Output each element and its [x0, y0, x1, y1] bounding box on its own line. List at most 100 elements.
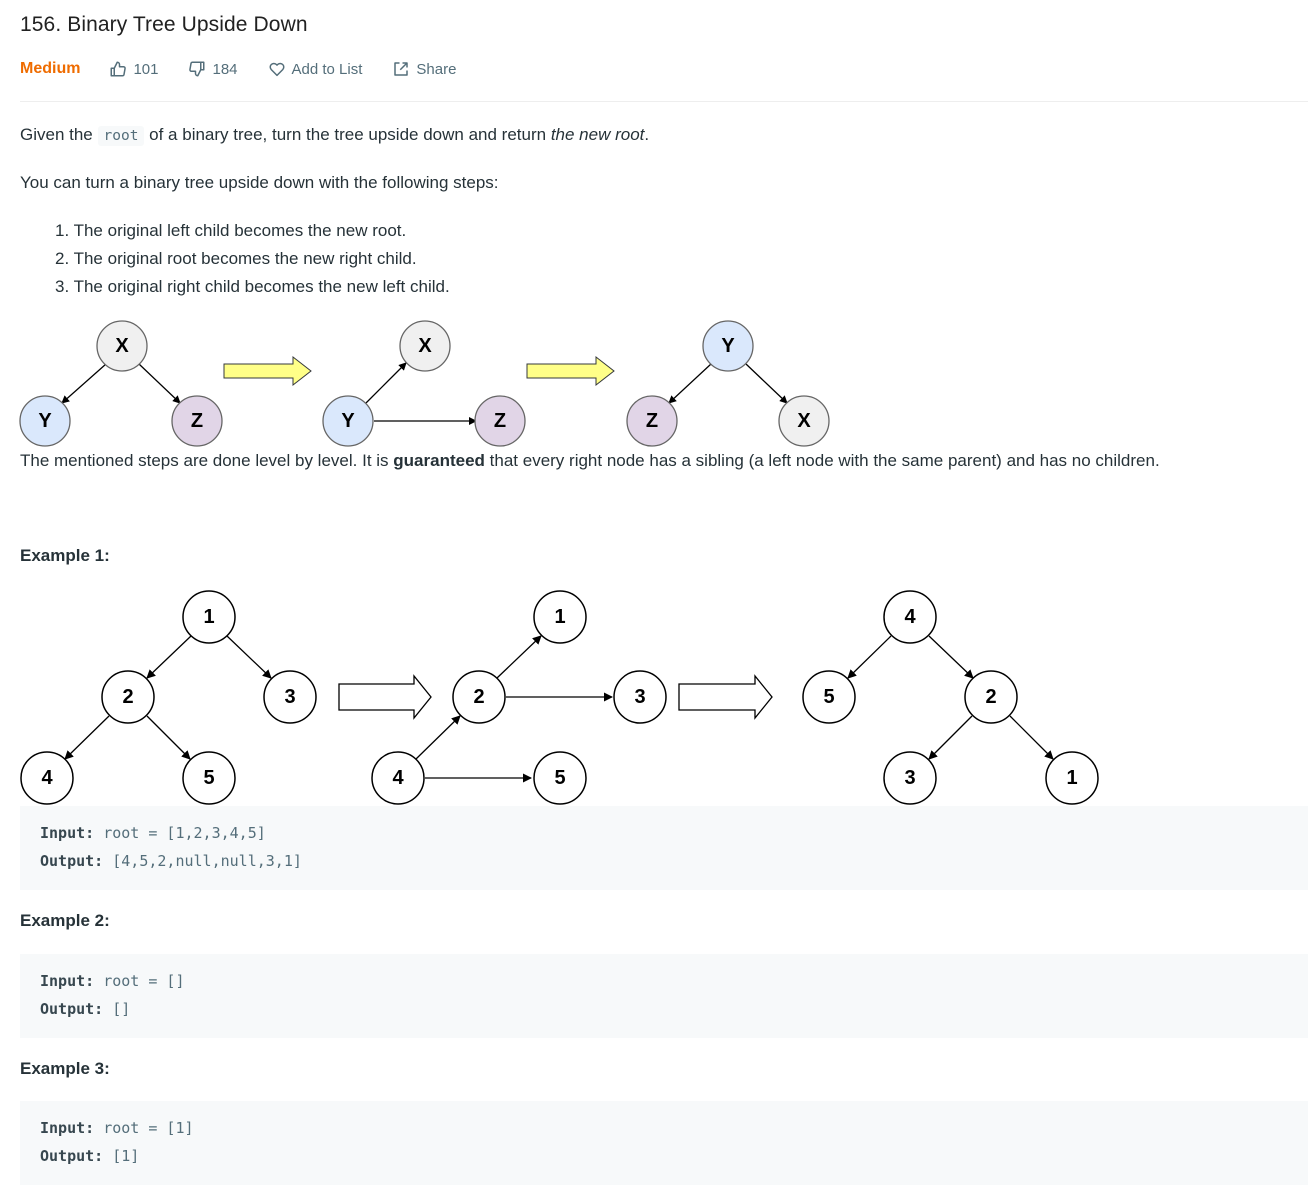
input-value: root = [1,2,3,4,5] — [103, 824, 266, 842]
example-2-code-block: Input: root = [] Output: [] — [20, 954, 1308, 1038]
output-value: [] — [112, 1000, 131, 1018]
intro-text-middle: of a binary tree, turn the tree upside d… — [149, 125, 547, 144]
steps-list: 1. The original left child becomes the n… — [55, 217, 450, 301]
node-label: Y — [341, 410, 355, 432]
tree-node — [101, 670, 155, 724]
node-label: 2 — [985, 686, 996, 708]
like-count: 101 — [133, 60, 159, 78]
share-icon — [394, 62, 409, 76]
step-item: 2. The original root becomes the new rig… — [55, 249, 417, 268]
node-label: 3 — [634, 686, 645, 708]
tree-node — [171, 395, 223, 447]
step-item: 1. The original left child becomes the n… — [55, 221, 407, 240]
problem-meta-bar: Medium 101 184 Add to List Share — [20, 57, 486, 81]
edge-line — [928, 635, 974, 679]
node-label: 3 — [284, 686, 295, 708]
edge-line — [1009, 715, 1054, 760]
node-label: 1 — [1066, 767, 1077, 789]
tree-node — [802, 670, 856, 724]
add-to-list-button[interactable]: Add to List — [268, 60, 362, 78]
big-arrow-shape — [223, 355, 312, 387]
example-3-heading: Example 3: — [20, 1059, 110, 1078]
tree-node — [613, 670, 667, 724]
share-button[interactable]: Share — [392, 60, 456, 78]
intro-text-prefix: Given the — [20, 125, 93, 144]
tree-node — [20, 751, 74, 805]
edge-line — [146, 635, 192, 679]
inline-code-root: root — [97, 126, 145, 146]
output-value: [1] — [112, 1147, 140, 1165]
like-button[interactable]: 101 — [109, 60, 158, 78]
edge-line — [226, 635, 272, 679]
thumbs-down-icon — [189, 61, 205, 77]
edge-line — [64, 715, 110, 760]
tree-node — [883, 751, 937, 805]
example-output-line: Output: [] — [40, 1000, 130, 1018]
heart-icon — [269, 62, 285, 77]
node-label: 1 — [203, 606, 214, 628]
example-1-diagram: 1 2 3 4 5 1 2 3 4 5 4 5 2 3 1 — [20, 590, 1099, 805]
node-label: 3 — [904, 767, 915, 789]
example-output-line: Output: [4,5,2,null,null,3,1] — [40, 852, 302, 870]
output-label: Output: — [40, 1000, 104, 1018]
output-label: Output: — [40, 1147, 104, 1165]
tree-node — [371, 751, 425, 805]
steps-intro: You can turn a binary tree upside down w… — [20, 173, 499, 192]
example-input-line: Input: root = [1] — [40, 1119, 194, 1137]
upside-down-steps-diagram: X Y Z X Y Z Y Z X — [19, 320, 830, 447]
node-label: Z — [494, 410, 506, 432]
intro-emphasis: the new root — [550, 125, 645, 144]
node-label: Z — [191, 410, 203, 432]
node-label: 4 — [392, 767, 404, 789]
edge-line — [745, 363, 788, 404]
edge-line — [496, 635, 542, 679]
tree-node — [964, 670, 1018, 724]
edge-line — [61, 363, 107, 404]
guarantee-paragraph: The mentioned steps are done level by le… — [20, 451, 1160, 471]
tree-node — [452, 670, 506, 724]
tree-node — [626, 395, 678, 447]
example-1-heading: Example 1: — [20, 546, 110, 565]
node-label: 4 — [41, 767, 53, 789]
big-arrow-shape — [526, 355, 615, 387]
tree-node — [533, 590, 587, 644]
edge-line — [928, 715, 973, 760]
example-input-line: Input: root = [] — [40, 972, 185, 990]
header-divider — [20, 101, 1308, 102]
tree-node — [533, 751, 587, 805]
tree-node — [182, 751, 236, 805]
node-label: X — [115, 335, 129, 357]
step-item: 3. The original right child becomes the … — [55, 277, 450, 296]
edge-line — [146, 715, 191, 760]
input-label: Input: — [40, 1119, 95, 1137]
example-2-heading: Example 2: — [20, 911, 110, 930]
input-value: root = [1] — [103, 1119, 194, 1137]
example-1-code-block: Input: root = [1,2,3,4,5] Output: [4,5,2… — [20, 806, 1308, 890]
tree-node — [96, 320, 148, 372]
node-label: 2 — [473, 686, 484, 708]
input-label: Input: — [40, 824, 95, 842]
node-label: Y — [721, 335, 735, 357]
edge-line — [138, 363, 181, 404]
output-label: Output: — [40, 852, 104, 870]
node-label: Y — [38, 410, 52, 432]
node-label: X — [418, 335, 432, 357]
node-label: 5 — [823, 686, 834, 708]
guarantee-text-suffix: that every right node has a sibling (a l… — [489, 451, 1160, 470]
thumbs-up-icon — [110, 61, 127, 77]
tree-node — [474, 395, 526, 447]
input-label: Input: — [40, 972, 95, 990]
edge-line — [415, 715, 461, 760]
node-label: 4 — [904, 606, 916, 628]
tree-node — [702, 320, 754, 372]
tree-node — [883, 590, 937, 644]
intro-paragraph: Given the root of a binary tree, turn th… — [20, 125, 649, 146]
dislike-button[interactable]: 184 — [188, 60, 238, 78]
node-label: 5 — [554, 767, 565, 789]
node-label: 2 — [122, 686, 133, 708]
tree-node — [19, 395, 71, 447]
tree-node — [182, 590, 236, 644]
tree-node — [1045, 751, 1099, 805]
edge-line — [365, 362, 407, 404]
problem-title: 156. Binary Tree Upside Down — [20, 13, 308, 36]
